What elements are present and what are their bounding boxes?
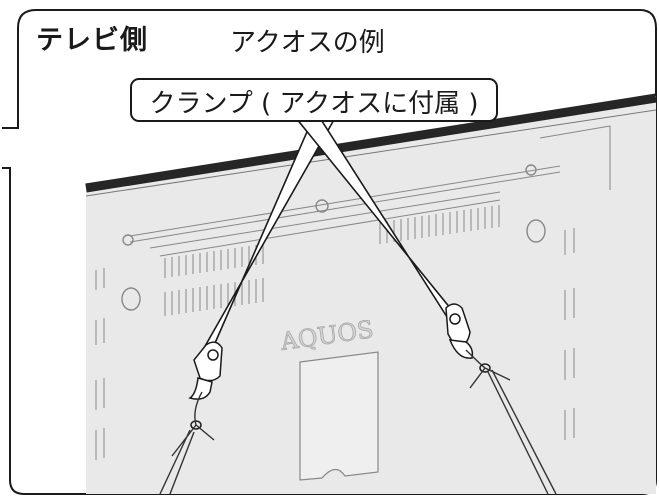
wire-right (465, 349, 557, 495)
wire-left (159, 391, 215, 495)
example-label: アクオスの例 (230, 28, 385, 58)
clamp-callout: クランプ ( アクオスに付属 ) (130, 78, 498, 122)
clamp-callout-label: クランプ ( アクオスに付属 ) (149, 89, 479, 119)
clamp-right (445, 303, 491, 373)
tv-back-panel: AQUOS (85, 93, 657, 494)
section-title: テレビ側 (36, 25, 148, 56)
clamp-left (188, 341, 223, 430)
stand-mount-cutout (299, 351, 379, 481)
